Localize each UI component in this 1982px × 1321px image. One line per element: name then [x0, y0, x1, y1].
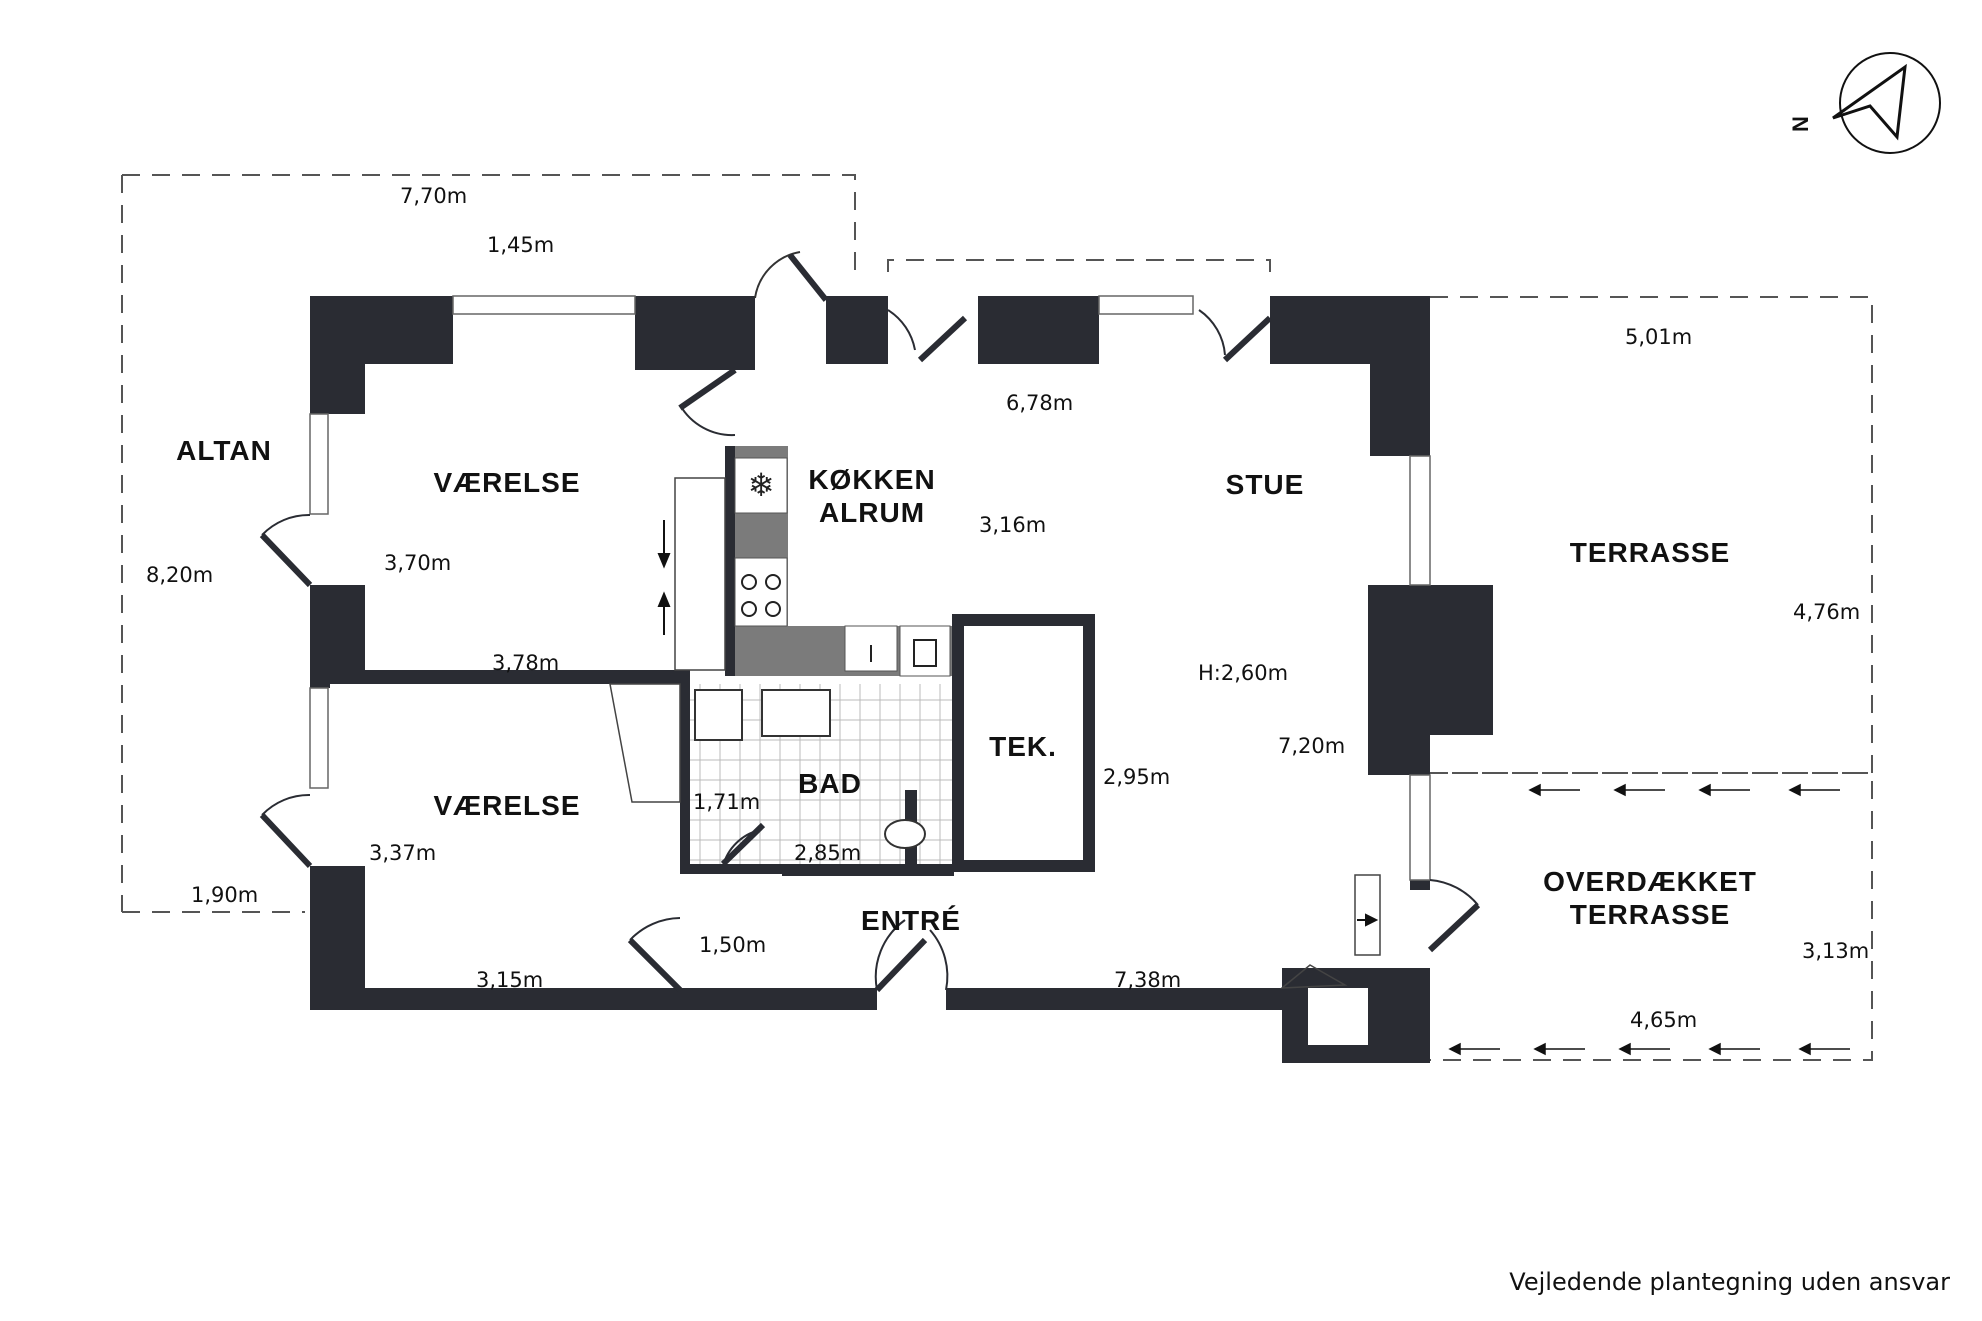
wardrobes: [609, 477, 1381, 989]
room-label-stue: STUE: [1226, 469, 1305, 500]
dim-ceiling-height: H:2,60m: [1198, 661, 1288, 685]
dim-bad-a: 1,71m: [693, 790, 760, 814]
room-label-vaerelse-bottom: VÆRELSE: [433, 790, 580, 821]
dim-altan-width: 7,70m: [400, 184, 467, 208]
kitchen-counter: ❄: [734, 446, 952, 677]
dim-altan-height: 8,20m: [146, 563, 213, 587]
room-label-terrasse: TERRASSE: [1570, 537, 1730, 568]
dim-vaerelse-top-b: 3,78m: [492, 651, 559, 675]
walls: [310, 296, 1493, 1063]
dim-overdaekket-b: 4,65m: [1630, 1008, 1697, 1032]
doors: [259, 251, 1481, 993]
room-label-vaerelse-top: VÆRELSE: [433, 467, 580, 498]
bathroom-floor: [690, 684, 952, 864]
dim-tek-depth: 2,95m: [1103, 765, 1170, 789]
room-label-koekken: KØKKEN: [808, 464, 935, 495]
room-label-alrum: ALRUM: [819, 497, 925, 528]
room-label-altan: ALTAN: [176, 435, 272, 466]
dim-altan-lower: 1,90m: [191, 883, 258, 907]
room-label-entre: ENTRÉ: [861, 905, 961, 936]
room-label-bad: BAD: [798, 768, 862, 799]
room-label-overdaekket: OVERDÆKKET: [1543, 866, 1757, 897]
stove-icon: [741, 574, 781, 617]
dim-koekken-mid: 3,16m: [979, 513, 1046, 537]
toilet-icon: [884, 819, 926, 849]
dishwasher-icon: [913, 639, 937, 667]
outdoor-outlines: [121, 174, 1873, 1061]
room-label-overdaekket-terrasse: TERRASSE: [1570, 899, 1730, 930]
north-label: N: [1788, 116, 1813, 132]
dim-vaerelse-bottom-b: 3,15m: [476, 968, 543, 992]
dim-bad-b: 2,85m: [794, 841, 861, 865]
compass-icon: [1832, 52, 1941, 154]
dim-entre-b: 7,38m: [1114, 968, 1181, 992]
dim-altan-depth: 1,45m: [487, 233, 554, 257]
dim-stue-depth: 7,20m: [1278, 734, 1345, 758]
dim-entre-a: 1,50m: [699, 933, 766, 957]
dim-terrasse-width: 5,01m: [1625, 325, 1692, 349]
covered-terrace-arrows: [1448, 783, 1850, 1056]
room-label-tek: TEK.: [989, 731, 1057, 762]
dim-terrasse-depth: 4,76m: [1793, 600, 1860, 624]
dim-vaerelse-top-a: 3,70m: [384, 551, 451, 575]
dim-koekken-top: 6,78m: [1006, 391, 1073, 415]
freezer-icon: ❄: [748, 466, 775, 504]
dim-vaerelse-bottom-a: 3,37m: [369, 841, 436, 865]
windows: [309, 295, 1431, 881]
dim-overdaekket-a: 3,13m: [1802, 939, 1869, 963]
sliding-door-arrows: [657, 520, 1379, 927]
disclaimer: Vejledende plantegning uden ansvar: [1509, 1268, 1950, 1296]
